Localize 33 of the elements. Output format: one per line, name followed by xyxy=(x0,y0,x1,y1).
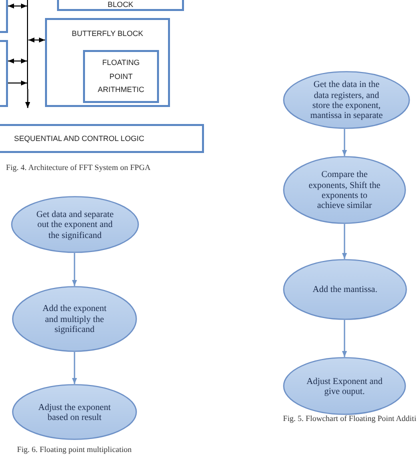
process-ellipse xyxy=(283,156,406,224)
arrow xyxy=(342,224,347,259)
arrow xyxy=(8,80,27,86)
double-arrow xyxy=(28,38,45,42)
process-text: Compare the exponents, Shift the exponents to achieve similar xyxy=(308,169,382,211)
process-ellipse xyxy=(283,259,407,320)
process-ellipse xyxy=(12,384,137,440)
block-box xyxy=(57,0,184,11)
double-arrow xyxy=(8,58,27,64)
arrow xyxy=(25,89,30,108)
process-text: Adjust the exponent based on result xyxy=(37,402,112,422)
bus-line xyxy=(27,0,28,89)
process-text: Add the exponent and multiply the significand xyxy=(42,303,108,335)
double-arrow xyxy=(8,4,27,8)
process-text: Add the mantissa. xyxy=(312,284,378,295)
arrow xyxy=(72,352,77,384)
block-box xyxy=(83,50,159,103)
block-box xyxy=(0,0,8,33)
arrow xyxy=(72,253,77,286)
process-text: Get data and separate out the exponent and the significand xyxy=(35,208,115,240)
block-box xyxy=(0,124,204,153)
process-ellipse xyxy=(283,71,410,129)
figure-caption: Fig. 6. Floating point multiplication xyxy=(17,445,132,455)
process-ellipse xyxy=(11,196,139,253)
figure-caption: Fig. 4. Architecture of FFT System on FPGA xyxy=(6,163,151,173)
block-box xyxy=(45,18,170,107)
process-text: Adjust Exponent and give ouput. xyxy=(306,376,384,396)
process-text: Get the data in the data registers, and store the exponent, mantissa in separate xyxy=(309,79,384,121)
process-ellipse xyxy=(283,357,406,415)
arrow xyxy=(342,129,347,156)
process-ellipse xyxy=(12,286,137,352)
arrow xyxy=(342,320,347,357)
block-box xyxy=(0,40,8,107)
